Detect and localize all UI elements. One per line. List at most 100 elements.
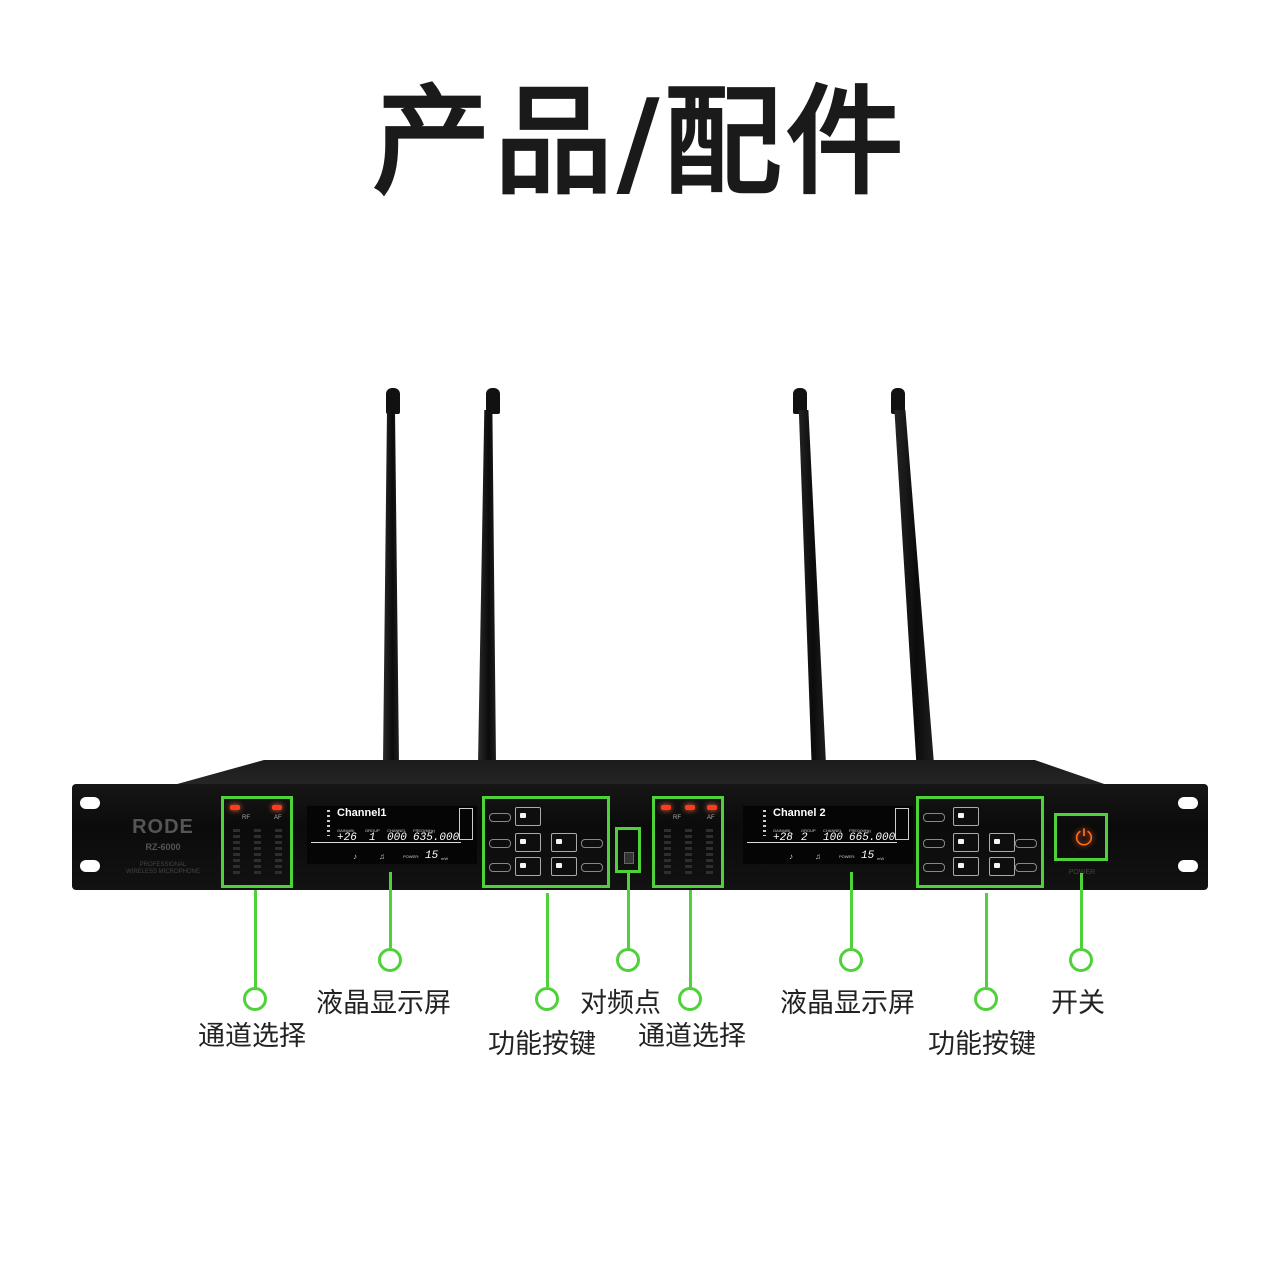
status-box: [459, 808, 473, 840]
page-title: 产品/配件: [372, 73, 908, 211]
power-label: POWER:: [403, 854, 420, 859]
channel-select-meter-1[interactable]: RF AF: [221, 796, 293, 888]
level-bar: [685, 829, 692, 877]
frequency-value: 635.000: [413, 832, 460, 844]
callout-marker: [1069, 948, 1093, 972]
lcd-display-1: Channel1 GAIN(dB) GROUP CHANNEL FREQ(MHz…: [307, 806, 477, 864]
antenna-tip: [486, 388, 500, 414]
level-bar: [664, 829, 671, 877]
callout-function-keys-1: 功能按键: [488, 1029, 596, 1060]
function-key[interactable]: [515, 857, 541, 876]
gain-value: +28: [773, 832, 793, 844]
led-indicator: [707, 805, 717, 810]
function-key[interactable]: [515, 833, 541, 852]
callout-line: [546, 893, 549, 987]
channel-select-meter-2[interactable]: RF AF: [652, 796, 724, 888]
function-key[interactable]: [989, 857, 1015, 876]
antenna-tip: [386, 388, 400, 414]
freq-label: FREQ(MHz): [413, 828, 435, 833]
function-key[interactable]: [515, 807, 541, 826]
frequency-value: 665.000: [849, 832, 896, 844]
callout-lcd-1: 液晶显示屏: [316, 988, 451, 1019]
function-key[interactable]: [953, 807, 979, 826]
function-key[interactable]: [551, 833, 577, 852]
callout-channel-select-1: 通道选择: [198, 1021, 306, 1052]
callout-line: [627, 873, 630, 949]
group-label: GROUP: [365, 828, 380, 833]
note-icon: ♪: [789, 852, 793, 861]
function-key[interactable]: [953, 833, 979, 852]
group-value: 1: [369, 832, 376, 844]
group-value: 2: [801, 832, 808, 844]
key-label: [581, 863, 603, 872]
key-label: [489, 813, 511, 822]
lcd-divider: [747, 842, 897, 843]
rack-hole: [1178, 860, 1198, 872]
key-label: [923, 863, 945, 872]
model-label: RZ-6000: [145, 842, 181, 852]
mute-icon: ♫: [379, 852, 385, 861]
key-label: [581, 839, 603, 848]
channel-name: Channel1: [337, 807, 387, 819]
gain-label: GAIN(dB): [337, 828, 355, 833]
gain-label: GAIN(dB): [773, 828, 791, 833]
callout-line: [389, 872, 392, 948]
callout-marker: [839, 948, 863, 972]
callout-lcd-2: 液晶显示屏: [780, 988, 915, 1019]
antenna-tip: [891, 388, 905, 414]
af-label: AF: [274, 815, 282, 821]
led-indicator: [272, 805, 282, 810]
key-label: [489, 839, 511, 848]
rack-hole: [80, 797, 100, 809]
callout-marker: [243, 987, 267, 1011]
freq-label: FREQ(MHz): [849, 828, 871, 833]
callout-line: [254, 890, 257, 988]
rf-label: RF: [242, 815, 250, 821]
signal-bars: [763, 810, 766, 836]
power-unit: mW: [877, 856, 885, 861]
callout-power-switch: 开关: [1051, 988, 1105, 1019]
group-label: GROUP: [801, 828, 816, 833]
power-icon: ⏻: [1075, 826, 1093, 851]
signal-bars: [327, 810, 330, 836]
callout-line: [985, 893, 988, 987]
function-key[interactable]: [953, 857, 979, 876]
sync-point[interactable]: [615, 827, 641, 873]
note-icon: ♪: [353, 852, 357, 861]
power-switch[interactable]: ⏻: [1054, 813, 1108, 861]
key-label: [1015, 863, 1037, 872]
channel-value: 000: [387, 832, 407, 844]
level-bar: [254, 829, 261, 877]
function-keys-1: [482, 796, 610, 888]
subtitle-label: PROFESSIONAL WIRELESS MICROPHONE: [114, 862, 212, 876]
function-key[interactable]: [551, 857, 577, 876]
channel-name: Channel 2: [773, 807, 826, 819]
level-bar: [706, 829, 713, 877]
power-unit: mW: [441, 856, 449, 861]
power-value: 15: [861, 850, 875, 862]
led-indicator: [685, 805, 695, 810]
function-keys-2: [916, 796, 1044, 888]
channel-value: 100: [823, 832, 843, 844]
callout-channel-select-2: 通道选择: [638, 1021, 746, 1052]
chassis-top: [170, 760, 1110, 786]
function-key[interactable]: [989, 833, 1015, 852]
gain-value: +26: [337, 832, 357, 844]
key-label: [923, 839, 945, 848]
led-indicator: [230, 805, 240, 810]
brand-logo: RODE: [132, 816, 194, 838]
level-bar: [275, 829, 282, 877]
mute-icon: ♫: [815, 852, 821, 861]
rack-hole: [80, 860, 100, 872]
callout-sync-point: 对频点: [580, 988, 661, 1019]
callout-marker: [974, 987, 998, 1011]
led-indicator: [661, 805, 671, 810]
rack-hole: [1178, 797, 1198, 809]
lcd-display-2: Channel 2 GAIN(dB) GROUP CHANNEL FREQ(MH…: [743, 806, 913, 864]
level-bar: [233, 829, 240, 877]
power-label: POWER:: [839, 854, 856, 859]
callout-line: [1080, 873, 1083, 949]
callout-line: [689, 890, 692, 988]
channel-label: CHANNEL: [823, 828, 843, 833]
callout-marker: [616, 948, 640, 972]
